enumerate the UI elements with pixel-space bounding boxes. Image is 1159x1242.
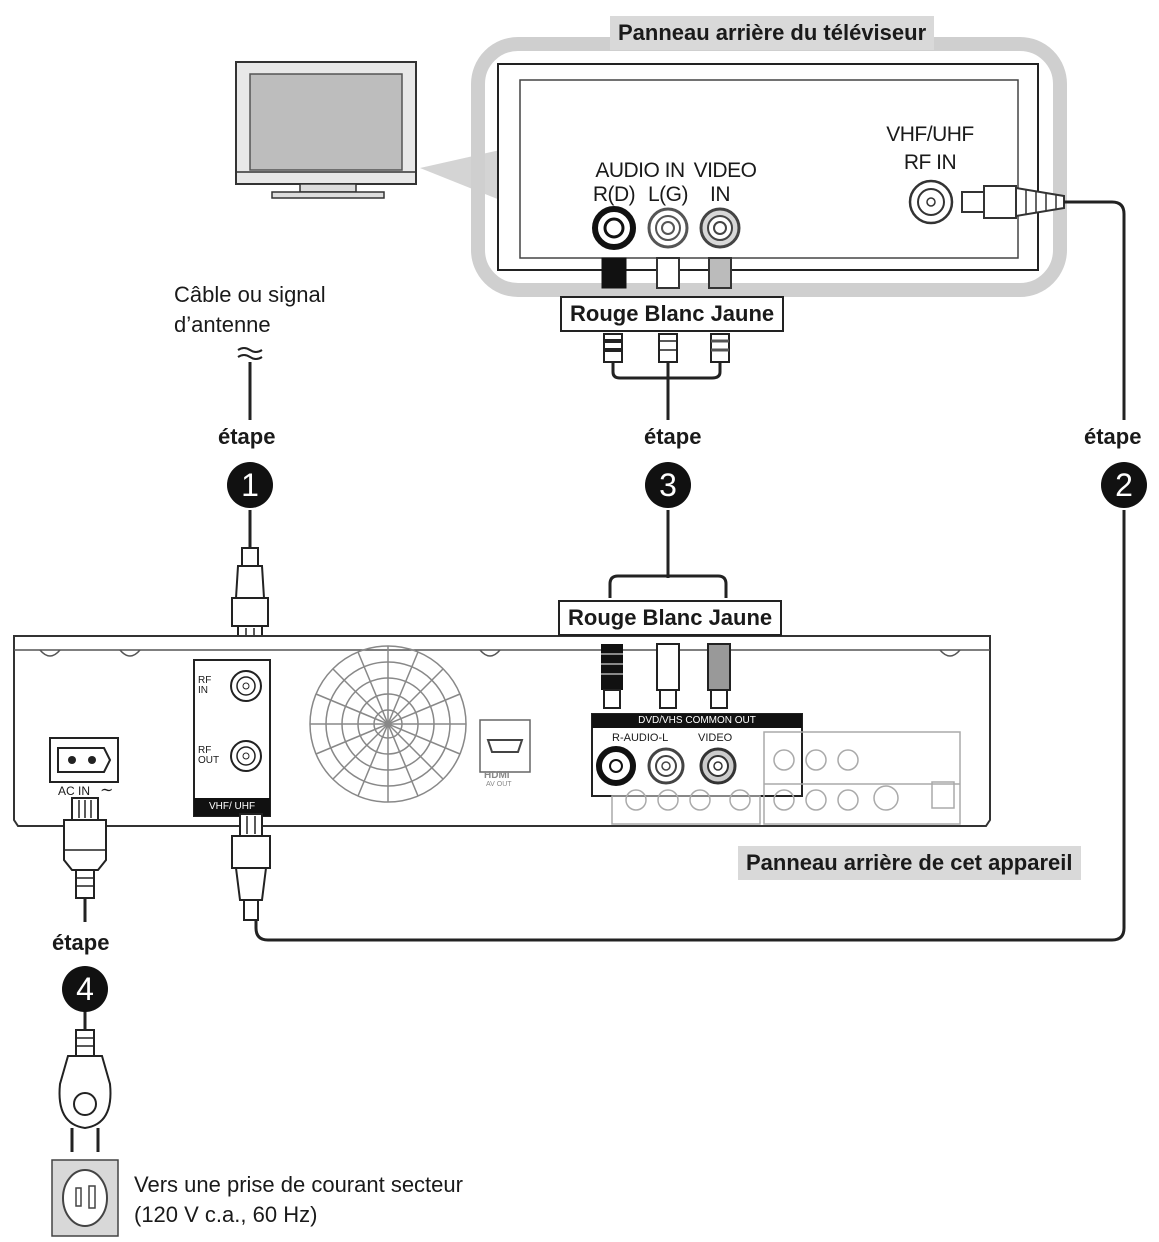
rf-cable-bottom (254, 510, 1126, 942)
outlet-label-line1: Vers une prise de courant secteur (134, 1172, 463, 1197)
step-2-badge: 2 (1101, 462, 1147, 508)
tv-l-g-label: L(G) (648, 183, 689, 206)
tv-jack-audio-l (647, 207, 689, 249)
step-1-label: étape (218, 424, 276, 449)
antenna-label-line1: Câble ou signal (174, 282, 326, 307)
step-2-label: étape (1084, 424, 1142, 449)
cable-colors-top: Rouge Blanc Jaune (560, 296, 785, 332)
common-out-block (591, 713, 803, 797)
tv-r-d-label: R(D) (592, 183, 636, 206)
tv-in-label: IN (710, 183, 731, 206)
antenna-line (237, 347, 263, 420)
tv-rf-plug (961, 185, 1065, 219)
step-3-label: étape (644, 424, 702, 449)
rf-out-plug (231, 813, 271, 921)
antenna-label-line2: d’antenne (174, 312, 271, 337)
antenna-rf-plug (231, 547, 269, 649)
device-video-label: VIDEO (698, 732, 733, 744)
tv-jack-audio-r (592, 206, 636, 250)
device-rf-in-label: RF IN (198, 675, 212, 696)
step-3-badge: 3 (645, 462, 691, 508)
tv-jack-video (699, 207, 741, 249)
tv-panel-title: Panneau arrière du téléviseur (610, 16, 935, 50)
ac-in-socket (49, 737, 119, 783)
wall-plug (58, 1029, 112, 1152)
hdmi-port (479, 719, 531, 773)
device-vhf-uhf-label: VHF/ UHF (208, 801, 256, 812)
tv-audio-in-label: AUDIO IN (595, 159, 685, 182)
step-1-badge: 1 (227, 462, 273, 508)
device-rf-out-label: RF OUT (198, 745, 220, 766)
tv-rf-in-label: RF IN (903, 151, 957, 174)
cable-colors-bottom: Rouge Blanc Jaune (558, 600, 783, 636)
hdmi-av-out-label: AV OUT (486, 781, 512, 788)
av-cable-top (603, 333, 730, 420)
hdmi-label: HDMI (484, 770, 510, 781)
av-cable-bottom (601, 643, 731, 709)
device-panel-title: Panneau arrière de cet appareil (738, 846, 1081, 880)
tv-vhf-uhf-label: VHF/UHF (886, 123, 974, 146)
tv-jack-rf-in (908, 179, 954, 225)
device-common-out-label: DVD/VHS COMMON OUT (638, 715, 756, 726)
wall-outlet (51, 1159, 119, 1237)
device-r-audio-l-label: R-AUDIO-L (612, 732, 669, 744)
tv-rear-panel (471, 37, 1067, 297)
ac-cord-plug (63, 797, 107, 922)
tv-video-label: VIDEO (693, 159, 757, 182)
rf-cable-tv (1064, 200, 1126, 420)
device-ac-in-label: AC IN (58, 784, 91, 798)
outlet-label-line2: (120 V c.a., 60 Hz) (134, 1202, 318, 1227)
tv-icon (235, 61, 417, 199)
ac-tilde-icon: ∼ (100, 782, 114, 799)
step-4-label: étape (52, 930, 110, 955)
callout-pointer (420, 150, 500, 200)
rf-module (193, 659, 271, 817)
fan-grille (309, 645, 467, 803)
step-4-badge: 4 (62, 966, 108, 1012)
other-jacks (611, 731, 961, 825)
